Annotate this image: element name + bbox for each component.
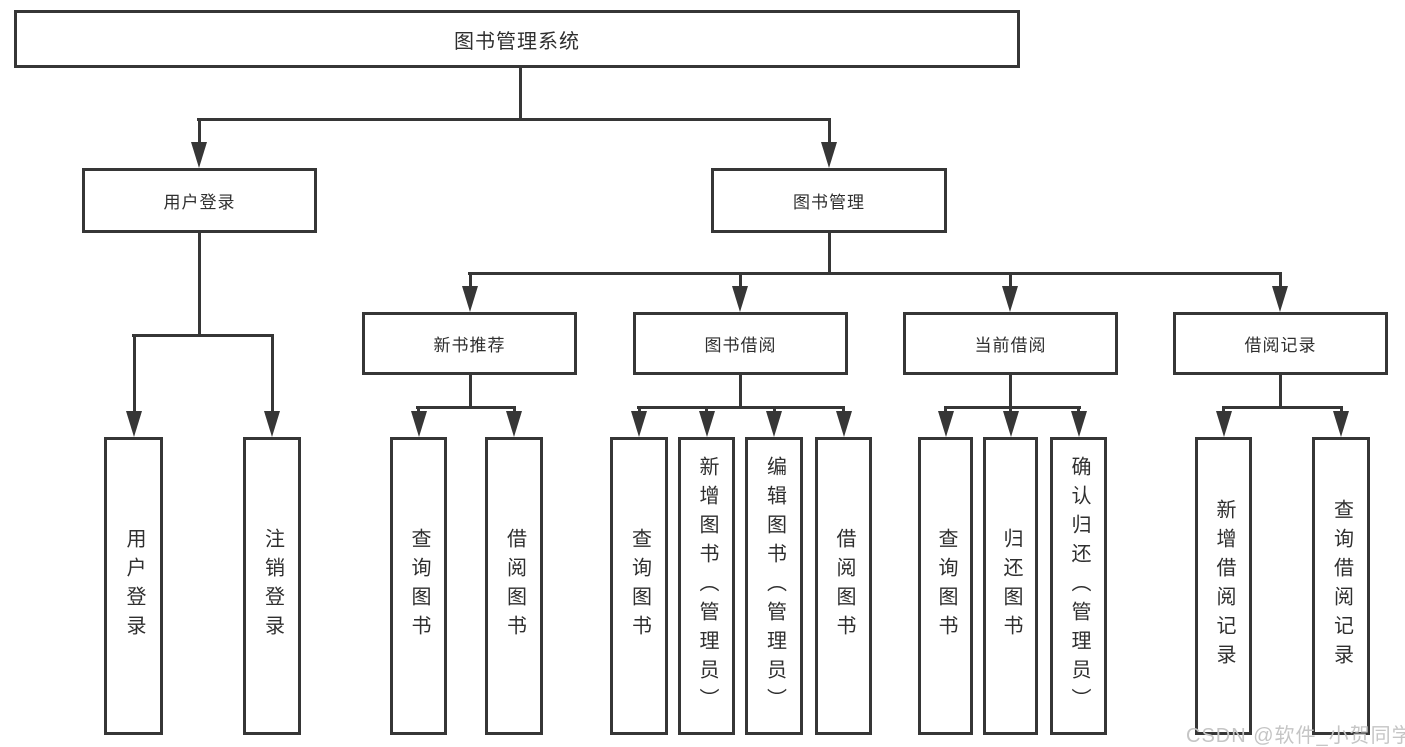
node-current-borrowing: 当前借阅: [903, 312, 1118, 375]
connector-segment: [469, 375, 472, 409]
node-label: 借阅记录: [1244, 336, 1317, 355]
arrowhead-down: [1333, 411, 1349, 437]
connector-segment: [1009, 375, 1012, 409]
node-label: 新增图书（管理员）: [696, 455, 718, 717]
leaf-logout: 注销登录: [243, 437, 301, 735]
node-label: 编辑图书（管理员）: [763, 455, 786, 717]
connector-segment: [271, 335, 274, 415]
arrowhead-down: [938, 411, 954, 437]
node-label: 图书管理系统: [454, 30, 580, 53]
leaf-query-borrow-record: 查询借阅记录: [1312, 437, 1370, 735]
connector-segment: [739, 273, 742, 291]
leaf-confirm-return-admin: 确认归还（管理员）: [1050, 437, 1107, 735]
node-label: 注销登录: [261, 528, 284, 644]
leaf-return-books: 归还图书: [983, 437, 1038, 735]
arrowhead-down: [411, 411, 427, 437]
connector-segment: [519, 68, 522, 120]
leaf-borrow-books-borrowing: 借阅图书: [815, 437, 872, 735]
node-label: 确认归还（管理员）: [1068, 455, 1090, 717]
node-label: 用户登录: [123, 528, 145, 644]
node-user-login: 用户登录: [82, 168, 317, 233]
connector-segment: [1009, 273, 1012, 291]
node-library-management-system: 图书管理系统: [14, 10, 1020, 68]
leaf-query-books-current: 查询图书: [918, 437, 973, 735]
connector-segment: [944, 406, 1081, 409]
arrowhead-down: [631, 411, 647, 437]
arrowhead-down: [126, 411, 142, 437]
leaf-edit-book-admin: 编辑图书（管理员）: [745, 437, 803, 735]
connector-segment: [132, 334, 274, 337]
leaf-add-book-admin: 新增图书（管理员）: [678, 437, 735, 735]
connector-segment: [637, 406, 845, 409]
node-label: 借阅图书: [503, 528, 526, 644]
node-label: 查询图书: [628, 528, 651, 644]
arrowhead-down: [732, 286, 748, 312]
node-label: 用户登录: [163, 193, 236, 212]
arrowhead-down: [264, 411, 280, 437]
connector-segment: [197, 118, 831, 121]
leaf-user-login: 用户登录: [104, 437, 163, 735]
connector-segment: [133, 335, 136, 415]
arrowhead-down: [766, 411, 782, 437]
connector-segment: [739, 375, 742, 409]
arrowhead-down: [462, 286, 478, 312]
node-label: 当前借阅: [974, 336, 1047, 355]
connector-segment: [469, 273, 472, 291]
node-label: 查询图书: [935, 528, 957, 644]
leaf-query-books-borrowing: 查询图书: [610, 437, 668, 735]
node-label: 新增借阅记录: [1213, 499, 1235, 673]
connector-segment: [1222, 406, 1343, 409]
node-new-book-recommendation: 新书推荐: [362, 312, 577, 375]
node-label: 图书管理: [793, 193, 865, 212]
arrowhead-down: [699, 411, 715, 437]
arrowhead-down: [1071, 411, 1087, 437]
arrowhead-down: [1216, 411, 1232, 437]
csdn-watermark: CSDN @软件_小贺同学: [1186, 725, 1405, 747]
connector-segment: [416, 406, 516, 409]
connector-segment: [828, 118, 831, 146]
node-label: 查询借阅记录: [1330, 499, 1353, 673]
node-book-borrowing: 图书借阅: [633, 312, 848, 375]
node-label: 新书推荐: [433, 336, 506, 355]
arrowhead-down: [1002, 286, 1018, 312]
arrowhead-down: [506, 411, 522, 437]
connector-segment: [1279, 273, 1282, 291]
node-book-management: 图书管理: [711, 168, 947, 233]
node-label: 查询图书: [408, 528, 430, 644]
connector-segment: [468, 272, 1282, 275]
leaf-add-borrow-record: 新增借阅记录: [1195, 437, 1252, 735]
connector-segment: [198, 233, 201, 337]
connector-segment: [828, 233, 831, 275]
arrowhead-down: [821, 142, 837, 168]
connector-segment: [1279, 375, 1282, 409]
node-label: 归还图书: [1000, 528, 1022, 644]
arrowhead-down: [1003, 411, 1019, 437]
leaf-borrow-books-recommend: 借阅图书: [485, 437, 543, 735]
arrowhead-down: [1272, 286, 1288, 312]
node-label: 图书借阅: [704, 336, 777, 355]
arrowhead-down: [191, 142, 207, 168]
arrowhead-down: [836, 411, 852, 437]
connector-segment: [198, 118, 201, 146]
node-borrowing-records: 借阅记录: [1173, 312, 1388, 375]
node-label: 借阅图书: [833, 528, 855, 644]
leaf-query-books-recommend: 查询图书: [390, 437, 447, 735]
